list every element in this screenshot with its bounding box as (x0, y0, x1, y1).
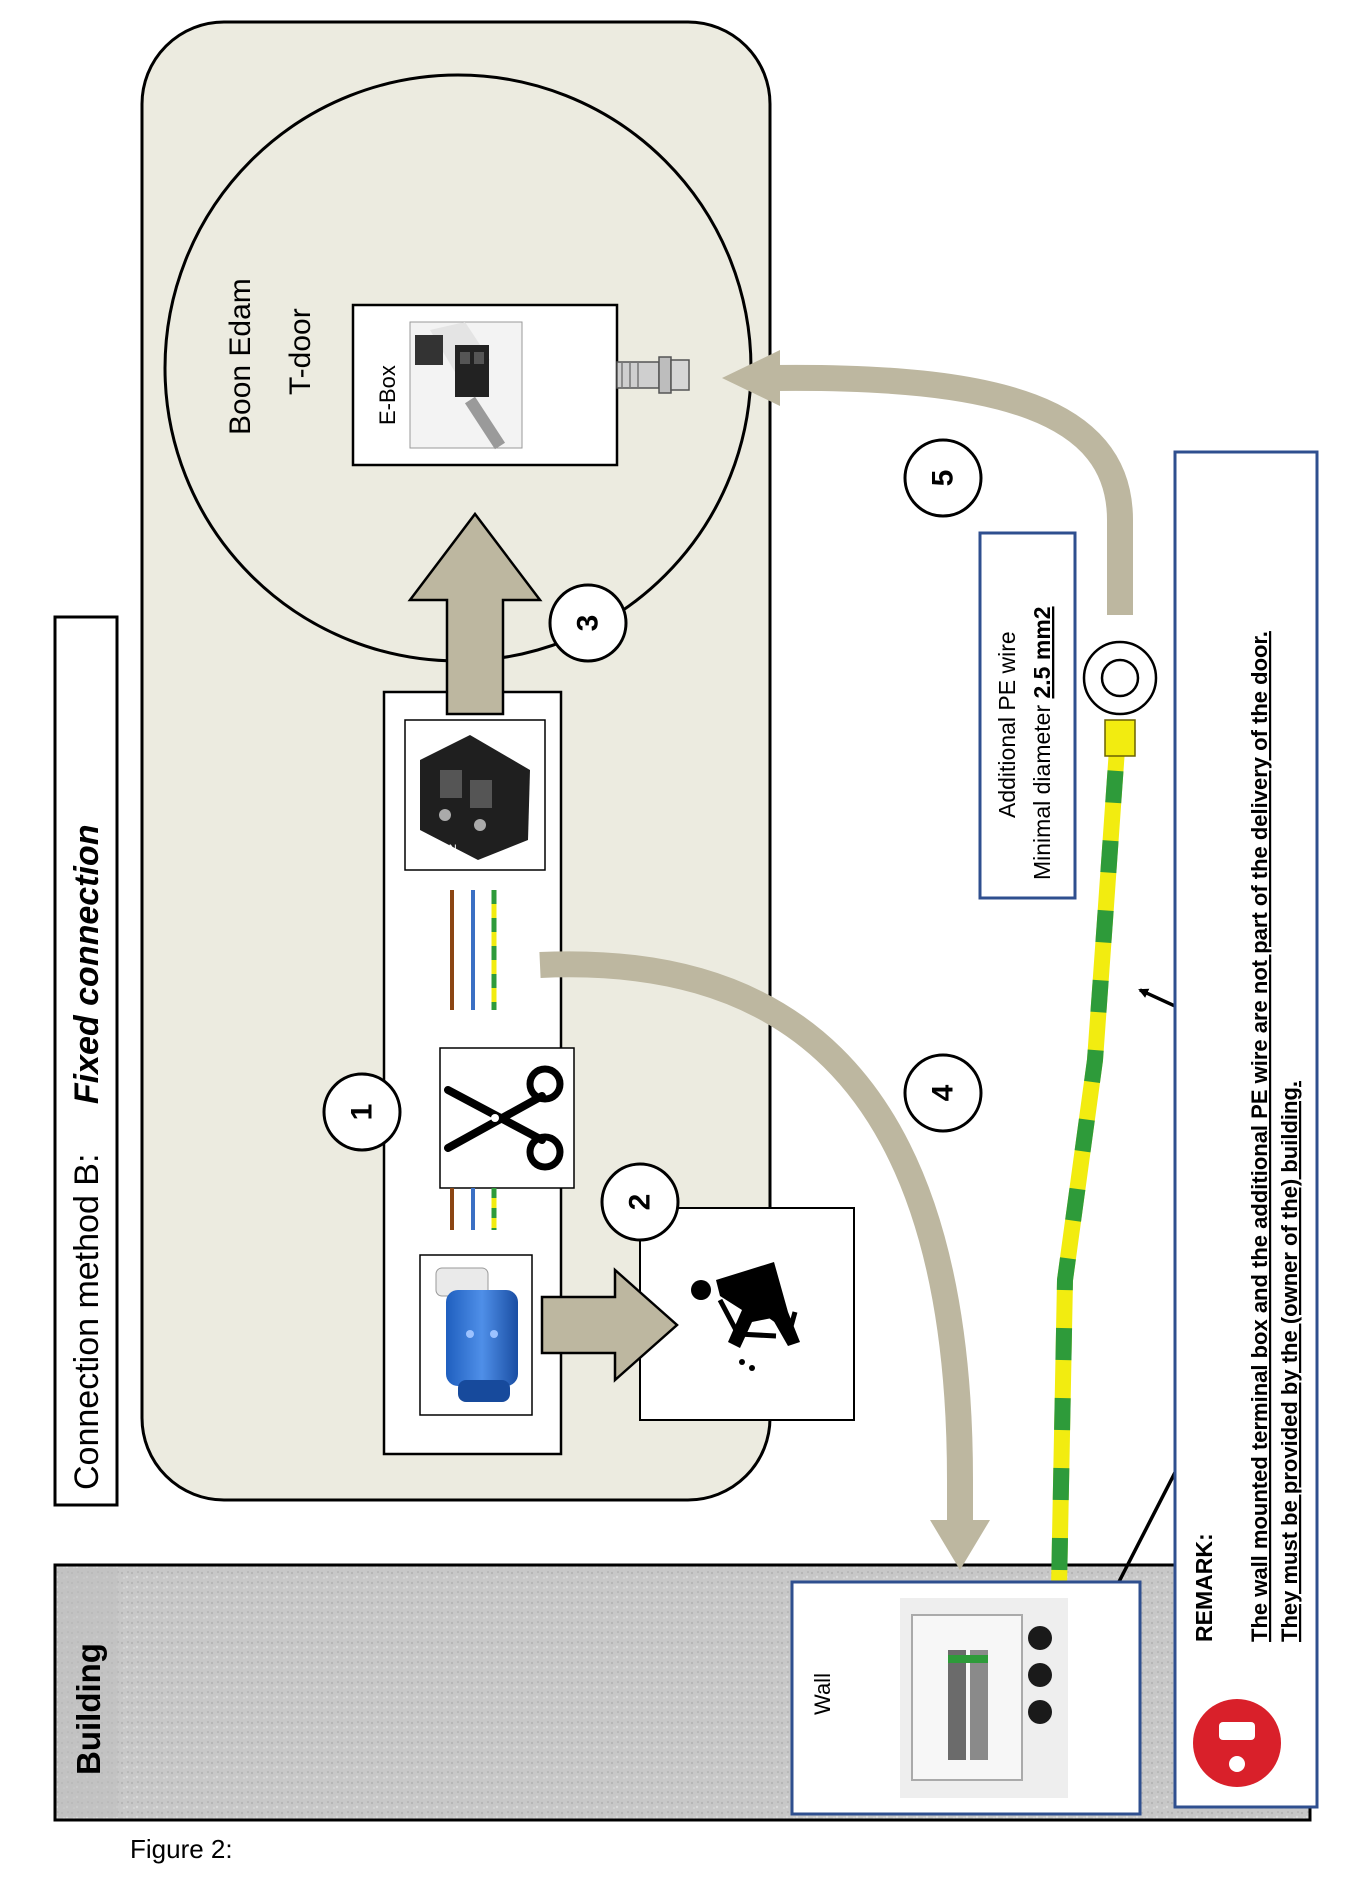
svg-text:Connection method B: F: Connection method B: Fixed connection (68, 825, 106, 1490)
cable-wires-upper (450, 890, 497, 1010)
ring-terminal-icon (1082, 640, 1158, 716)
title-prefix: Connection method B: (68, 1154, 106, 1490)
wall-box: Wall (790, 1580, 1142, 1816)
e-box: E-Box (351, 303, 690, 467)
svg-text:Minimal diameter 2.5: Minimal diameter 2.5 mm2 (1029, 606, 1055, 880)
terminal-block-icon: L N (404, 719, 546, 871)
door-area: Boon Edam T-door E-Box (140, 20, 855, 1502)
svg-text:5: 5 (927, 470, 960, 487)
remark-line1: The wall mounted terminal box and the ad… (1247, 631, 1272, 1642)
cee-plug-icon (419, 1254, 533, 1416)
arrow-step-2 (540, 1267, 679, 1383)
step-badge-3: 3 (548, 583, 628, 663)
step-badge-4: 4 (903, 1053, 983, 1133)
ebox-label: E-Box (375, 365, 400, 425)
wall-label: Wall (810, 1673, 835, 1715)
ebox-bolt (616, 356, 690, 394)
cable-wires-lower (450, 1188, 497, 1230)
pe-wire-info-box: Additional PE wire Minimal diameter 2.5 … (978, 531, 1077, 900)
svg-text:4: 4 (927, 1084, 960, 1101)
door-model: T-door (284, 308, 317, 395)
step-badge-2: 2 (600, 1162, 680, 1242)
figure-caption: Figure 2: (130, 1834, 233, 1864)
pe-wire-diameter: 2.5 mm2 (1029, 606, 1055, 698)
pe-wire-line2-prefix: Minimal diameter (1029, 699, 1055, 881)
pe-wire (1050, 640, 1158, 1641)
arrow-step-5 (769, 364, 1133, 615)
title-box: Connection method B: Fixed connection (53, 615, 119, 1507)
warning-icon (1193, 1699, 1281, 1787)
scissors-icon (439, 1047, 575, 1189)
svg-text:3: 3 (572, 615, 605, 632)
ebox-connector-image (409, 321, 523, 450)
svg-text:2: 2 (624, 1194, 657, 1211)
remark-heading: REMARK: (1191, 1533, 1217, 1642)
svg-text:1: 1 (346, 1104, 379, 1121)
remark-box: REMARK: The wall mounted terminal box an… (1173, 450, 1319, 1809)
building-label: Building (70, 1643, 107, 1775)
pe-wire-line1: Additional PE wire (994, 631, 1020, 818)
wall-terminal-box-image (900, 1598, 1068, 1798)
step-badge-5: 5 (903, 438, 983, 518)
title-emphasis: Fixed connection (68, 825, 106, 1105)
arrow-step-3 (407, 511, 543, 716)
flow-arrows (407, 350, 1133, 1570)
remark-line2: They must be provided by the (owner of t… (1277, 1081, 1302, 1642)
arrow-step-4 (539, 951, 973, 1528)
svg-text:L N: L N (440, 843, 457, 855)
step-badge-1: 1 (322, 1072, 402, 1152)
disposal-icon (639, 1207, 855, 1421)
door-brand: Boon Edam (224, 278, 257, 435)
